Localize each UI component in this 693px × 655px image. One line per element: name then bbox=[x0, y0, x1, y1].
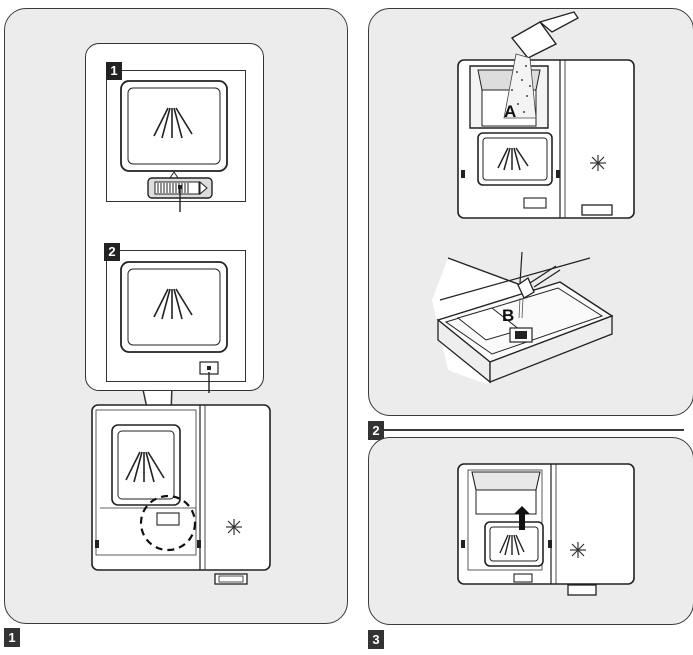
panel-3-badge: 3 bbox=[368, 630, 384, 649]
inset-step-1-badge: 1 bbox=[106, 62, 122, 80]
panel-2-badge: 2 bbox=[368, 421, 384, 440]
inset-step-2-badge: 2 bbox=[104, 243, 120, 261]
panel-1-badge: 1 bbox=[4, 628, 20, 647]
panel-2-divider bbox=[384, 429, 684, 431]
label-b: B bbox=[502, 306, 515, 325]
label-a: A bbox=[504, 102, 517, 121]
